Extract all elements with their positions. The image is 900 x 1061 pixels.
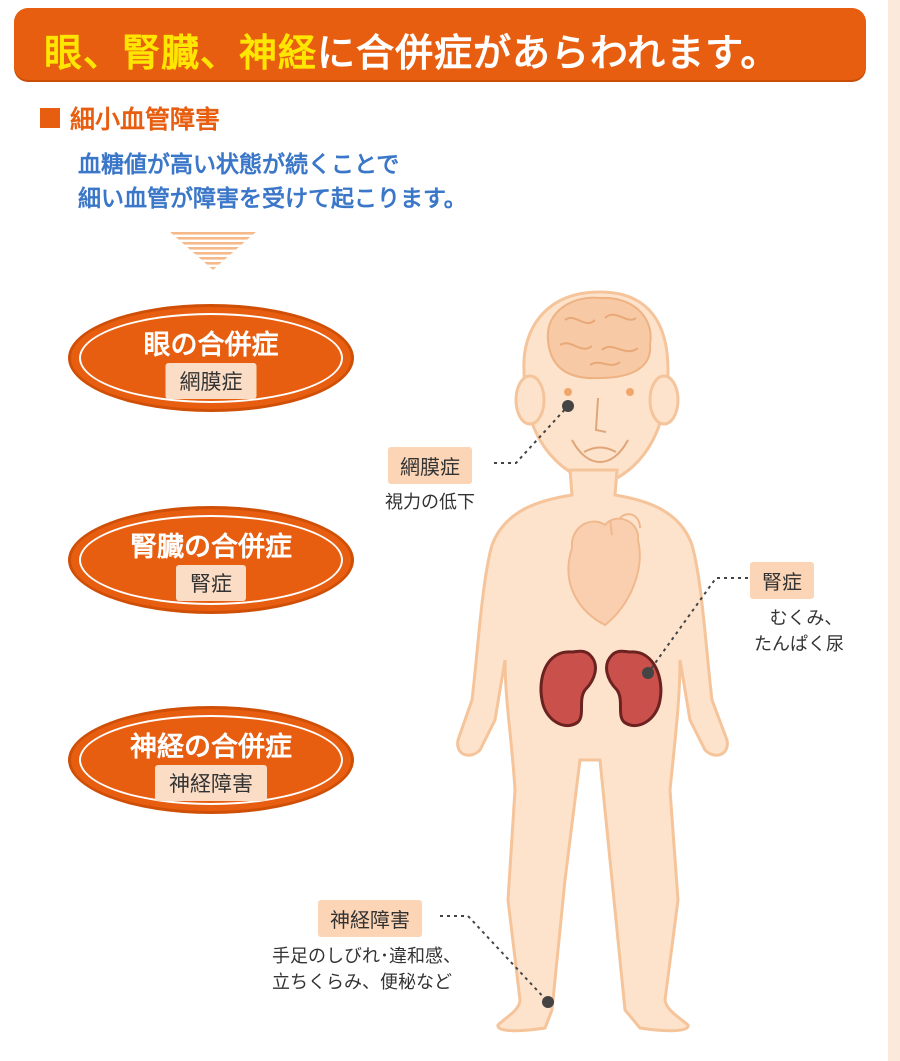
- square-bullet-icon: [40, 108, 60, 128]
- nerve-note-line-2: 立ちくらみ、便秘など: [272, 972, 452, 993]
- kidney-note-line-2: たんぱく尿: [754, 634, 844, 655]
- brain-icon: [546, 296, 652, 380]
- eye-note: 視力の低下: [385, 490, 475, 516]
- section-title: 細小血管障害: [70, 105, 221, 134]
- eye-label: 網膜症: [388, 447, 472, 484]
- complication-title: 神経の合併症: [130, 732, 292, 763]
- header-banner: 眼、腎臓、神経に合併症があらわれます。: [14, 8, 866, 80]
- face-icon: [564, 388, 634, 463]
- complication-eye: 眼の合併症 網膜症: [68, 304, 354, 412]
- header-rest: に合併症があらわれます。: [317, 31, 780, 75]
- foot-marker: [542, 996, 554, 1008]
- oval-inner-ring: [79, 515, 343, 605]
- complication-tag: 神経障害: [155, 765, 267, 801]
- right-edge-strip: [888, 0, 900, 1061]
- complication-nerve: 神経の合併症 神経障害: [68, 706, 354, 814]
- section-heading: 細小血管障害: [40, 100, 220, 136]
- nerve-note: 手足のしびれ･違和感、 立ちくらみ、便秘など: [272, 944, 461, 996]
- nerve-leader-line: [440, 915, 549, 1003]
- complication-kidney: 腎臓の合併症 腎症: [68, 506, 354, 614]
- oval-inner-ring: [79, 715, 343, 805]
- eye-note-line-1: 視力の低下: [385, 492, 475, 513]
- kidney-note: むくみ、 たんぱく尿: [754, 606, 844, 658]
- kidney-label: 腎症: [750, 562, 814, 599]
- nerve-note-line-1: 手足のしびれ･違和感、: [272, 946, 461, 967]
- header-title: 眼、腎臓、神経に合併症があらわれます。: [44, 22, 779, 77]
- oval-inner-ring: [79, 313, 343, 403]
- section-lead: 血糖値が高い状態が続くことで 細い血管が障害を受けて起こります。: [78, 148, 467, 216]
- body-icon: [456, 468, 729, 1033]
- heart-icon: [567, 513, 641, 627]
- nerve-label: 神経障害: [318, 900, 422, 937]
- lead-line-1: 血糖値が高い状態が続くことで: [78, 152, 400, 178]
- eye-leader-line: [494, 405, 569, 464]
- kidney-note-line-1: むくみ、: [769, 608, 843, 629]
- complication-title: 腎臓の合併症: [130, 532, 292, 563]
- lead-line-2: 細い血管が障害を受けて起こります。: [78, 186, 467, 212]
- down-arrow-icon: [170, 232, 256, 270]
- header-highlight: 眼、腎臓、神経: [44, 31, 318, 75]
- complication-tag: 網膜症: [165, 363, 257, 399]
- complication-title: 眼の合併症: [143, 330, 279, 361]
- complication-tag: 腎症: [176, 565, 246, 601]
